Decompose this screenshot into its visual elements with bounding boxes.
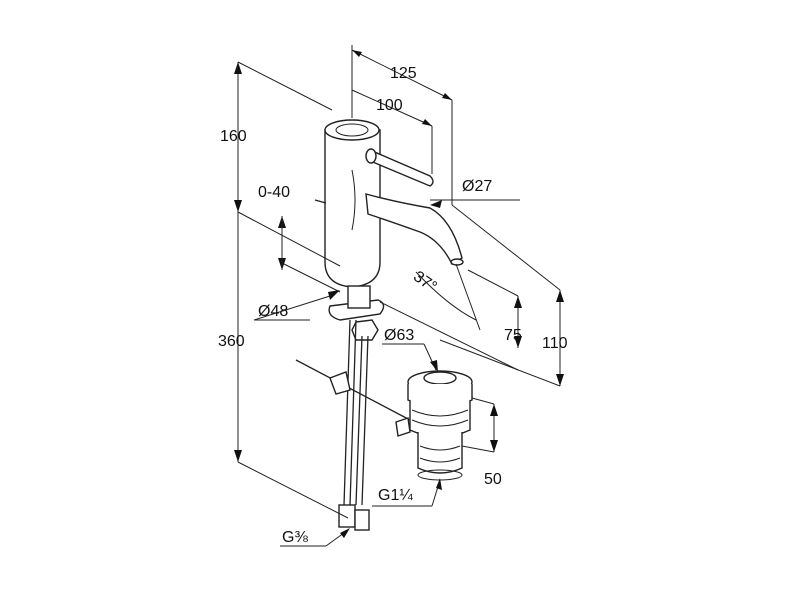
label-angle-37: 37° [410,268,440,296]
dimension-labels: 125 100 160 0-40 Ø27 37° Ø48 360 Ø63 75 … [218,65,568,546]
label-diameter-27: Ø27 [462,178,492,195]
label-125: 125 [390,65,417,82]
label-g1-1-4: G1¼ [378,487,413,504]
label-g3-8: G⅜ [282,529,308,546]
label-75: 75 [504,327,522,344]
label-diameter-48: Ø48 [258,303,288,320]
label-360: 360 [218,333,245,350]
mounting-assembly [295,285,411,531]
label-110: 110 [542,335,568,352]
label-50: 50 [484,471,502,488]
faucet-body [314,119,464,288]
dimension-lines [234,45,564,547]
label-0-40: 0-40 [258,184,290,201]
label-100: 100 [376,97,403,114]
label-160: 160 [220,128,247,145]
pop-up-waste [395,370,473,481]
label-diameter-63: Ø63 [384,327,414,344]
